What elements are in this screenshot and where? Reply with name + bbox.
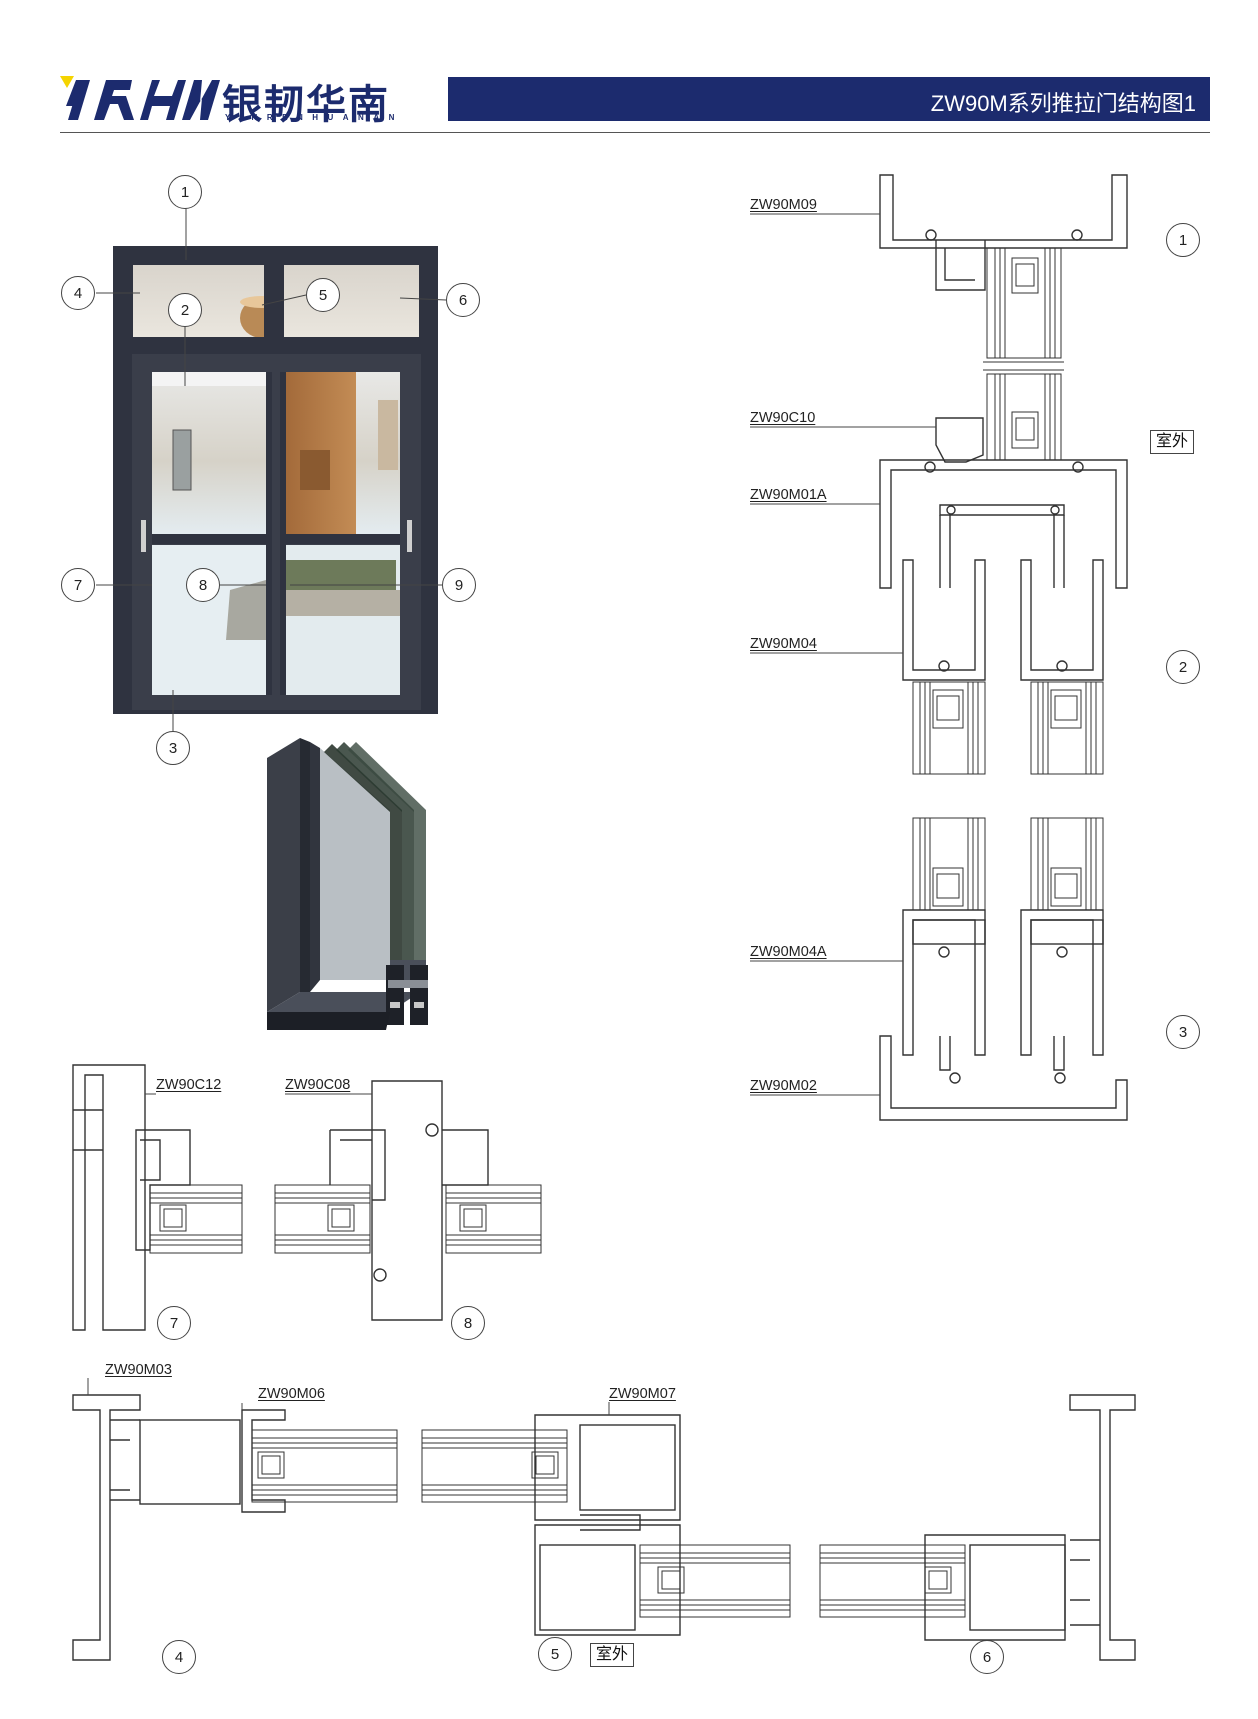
section-number-4: 4	[162, 1640, 196, 1674]
door-callout-8: 8	[186, 568, 220, 602]
label-zw90m04: ZW90M04	[750, 636, 817, 652]
section-number-7: 7	[157, 1306, 191, 1340]
door-callout-4: 4	[61, 276, 95, 310]
logo-pinyin: YINRENHUANAN	[225, 113, 404, 122]
door-callout-7: 7	[61, 568, 95, 602]
page-title: ZW90M系列推拉门结构图1	[930, 91, 1196, 116]
logo-chinese-name: 银韧华南	[222, 83, 390, 127]
label-zw90m09: ZW90M09	[750, 197, 817, 213]
logo-mark-icon	[60, 76, 220, 120]
label-zw90m03: ZW90M03	[105, 1362, 172, 1378]
section-number-2: 2	[1166, 650, 1200, 684]
label-zw90m01a: ZW90M01A	[750, 487, 827, 503]
label-zw90c08: ZW90C08	[285, 1077, 351, 1093]
label-zw90m02: ZW90M02	[750, 1078, 817, 1094]
section-number-3: 3	[1166, 1015, 1200, 1049]
label-zw90c10: ZW90C10	[750, 410, 816, 426]
header-divider	[60, 132, 1210, 133]
section-number-6: 6	[970, 1640, 1004, 1674]
door-callout-9: 9	[442, 568, 476, 602]
door-callout-5: 5	[306, 278, 340, 312]
outside-label-right: 室外	[1150, 430, 1195, 454]
door-callout-2: 2	[168, 293, 202, 327]
label-zw90m07: ZW90M07	[609, 1386, 676, 1402]
title-bar: ZW90M系列推拉门结构图1	[448, 77, 1210, 121]
outside-label-bottom: 室外	[590, 1643, 635, 1667]
section-number-8: 8	[451, 1306, 485, 1340]
label-zw90m06: ZW90M06	[258, 1386, 325, 1402]
door-callout-3: 3	[156, 731, 190, 765]
door-callout-1: 1	[168, 175, 202, 209]
label-zw90c12: ZW90C12	[156, 1077, 222, 1093]
door-callout-6: 6	[446, 283, 480, 317]
label-zw90m04a: ZW90M04A	[750, 944, 827, 960]
section-number-5: 5	[538, 1637, 572, 1671]
section-number-1: 1	[1166, 223, 1200, 257]
profile-corner-3d-render	[267, 738, 428, 1030]
